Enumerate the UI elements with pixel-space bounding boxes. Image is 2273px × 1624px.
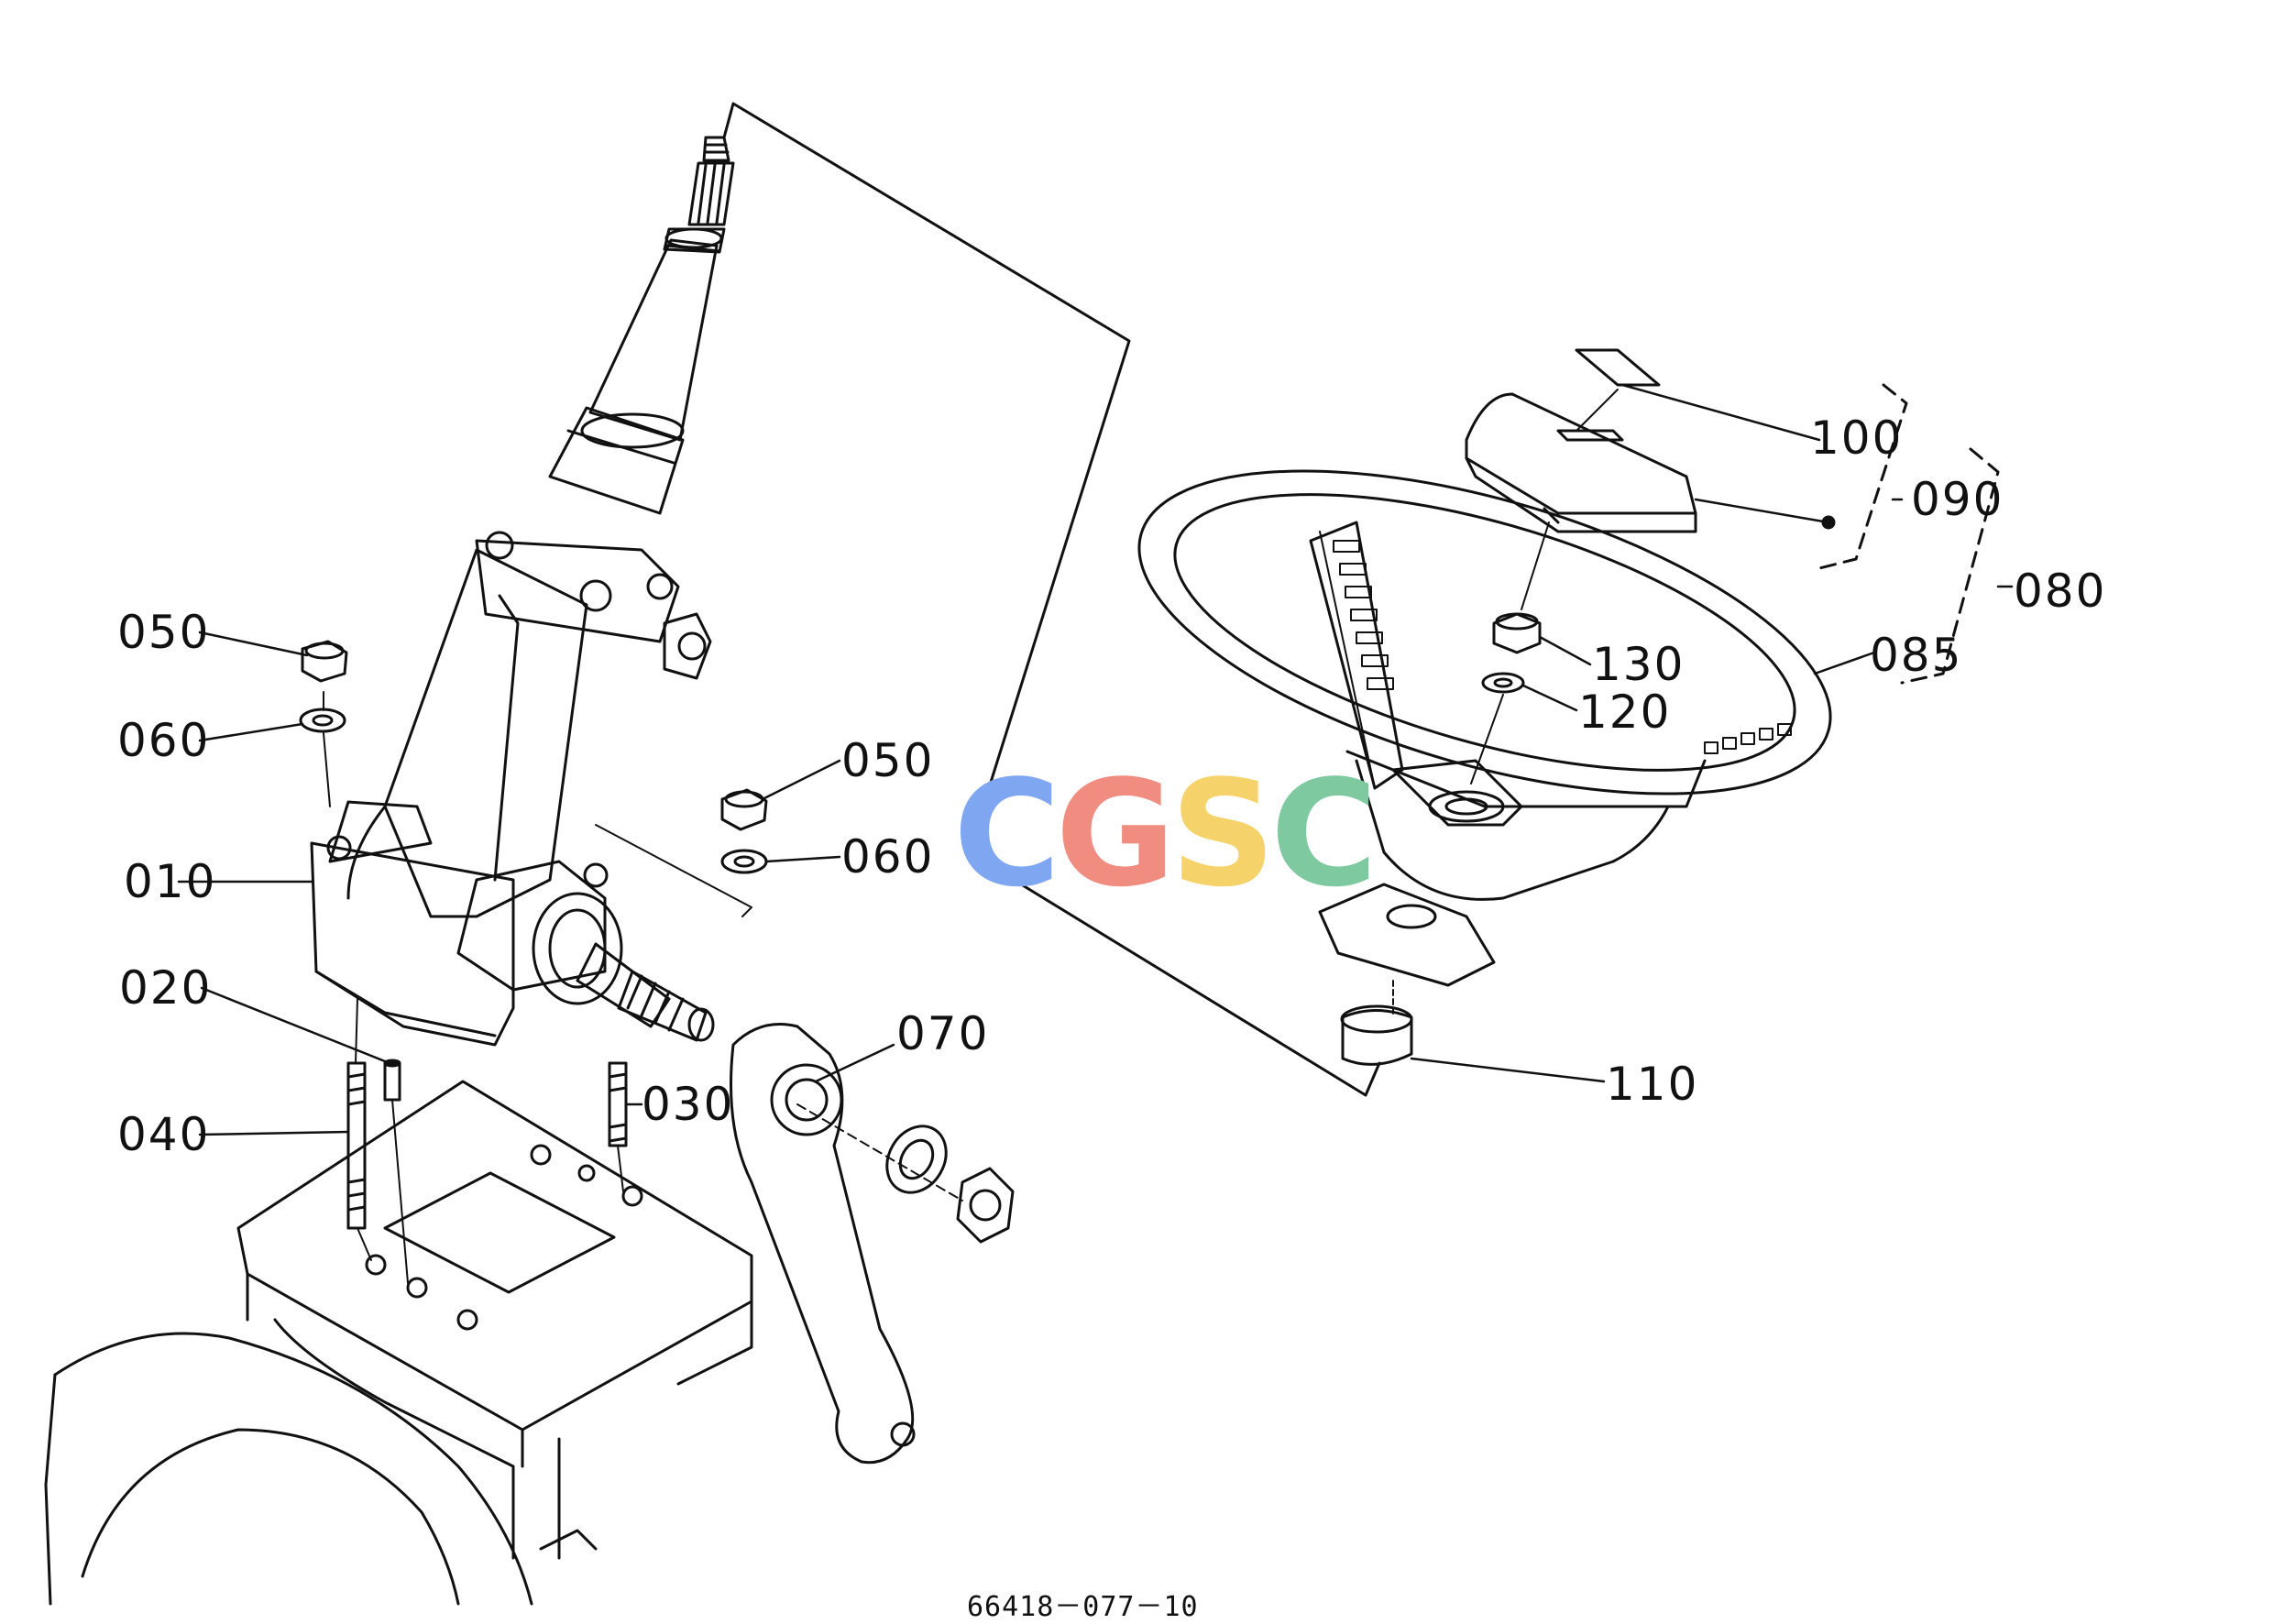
nut-050-right — [720, 788, 768, 831]
pitman-arm — [730, 1023, 916, 1465]
emblem-100 — [1575, 348, 1661, 387]
label-050-left: 050 — [117, 606, 211, 659]
leader-lines — [177, 383, 2014, 1136]
nut-130 — [1492, 612, 1542, 654]
steering-wheel-085 — [1137, 469, 1832, 901]
figure-code: 66418－077－10 — [967, 1591, 1199, 1623]
label-060-left: 060 — [117, 714, 211, 767]
watermark-letter-c2: C — [1269, 748, 1378, 919]
steering-column — [310, 136, 735, 1047]
label-050-right: 050 — [841, 734, 935, 787]
label-070: 070 — [896, 1007, 990, 1060]
label-080: 080 — [2014, 565, 2107, 618]
washer-060-left — [299, 708, 346, 733]
watermark-letter-s: S — [1169, 748, 1276, 919]
hub-plate — [1318, 883, 1496, 987]
washer-120 — [1481, 672, 1525, 694]
watermark: CGSC — [953, 748, 1378, 919]
watermark-letter-c1: C — [953, 748, 1060, 919]
label-040: 040 — [117, 1108, 211, 1161]
stud-030 — [608, 1061, 628, 1147]
label-020: 020 — [119, 961, 213, 1015]
horn-cap-090 — [1465, 392, 1697, 533]
label-060-right: 060 — [841, 830, 935, 883]
label-085: 085 — [1870, 629, 1963, 682]
washer-060-right — [720, 849, 768, 874]
pin-020 — [383, 1059, 401, 1102]
connector-line — [722, 102, 1381, 1097]
label-090: 090 — [1911, 473, 2004, 526]
spacer-110 — [1340, 1004, 1413, 1066]
label-010: 010 — [124, 855, 217, 908]
label-030: 030 — [642, 1078, 735, 1131]
pitman-washer — [885, 1125, 948, 1194]
label-130: 130 — [1592, 638, 1686, 691]
label-100: 100 — [1810, 411, 1904, 465]
axle-frame — [44, 1080, 753, 1606]
pitman-nut — [956, 1167, 1015, 1244]
watermark-letter-g: G — [1055, 748, 1175, 919]
bracket-080 — [1900, 447, 2000, 685]
label-120: 120 — [1578, 686, 1672, 739]
bracket-090 — [1817, 383, 1908, 570]
label-110: 110 — [1606, 1058, 1699, 1111]
nut-050-left — [301, 640, 348, 683]
